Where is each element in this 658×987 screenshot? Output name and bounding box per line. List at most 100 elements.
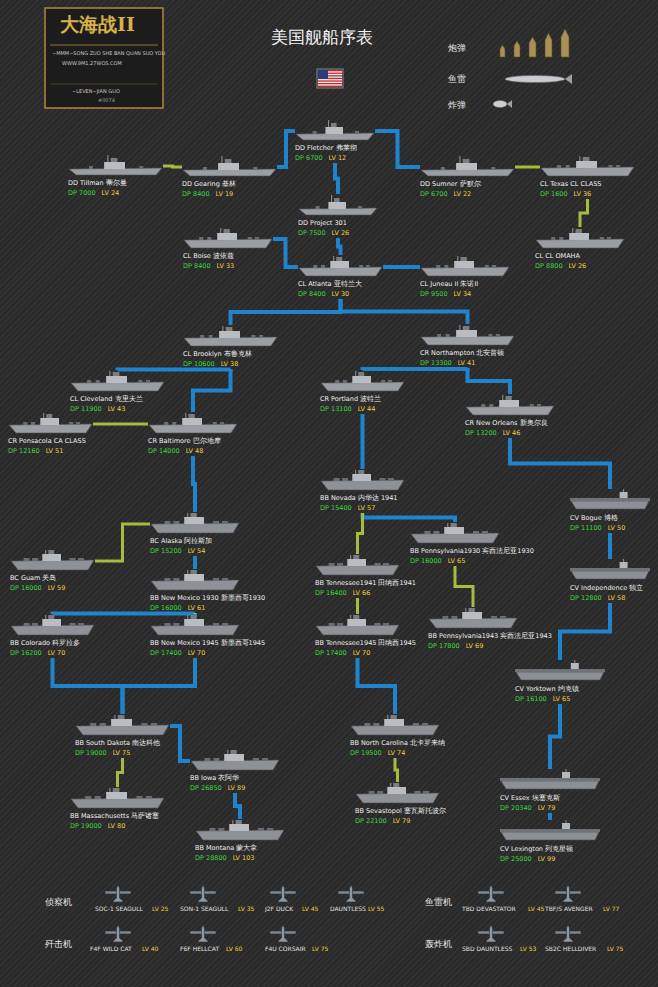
ship-turret	[313, 131, 317, 134]
displacement-value: DP 14000	[148, 446, 180, 456]
ship-turret	[172, 422, 176, 425]
ship-funnel	[189, 414, 195, 418]
ship-stats: DP 13200LV 46	[465, 428, 555, 438]
ship-name: BC Guam 关岛	[10, 573, 95, 583]
ship-silhouette	[11, 615, 94, 635]
ship-node: DD Gearing 基林DP 8400LV 19	[182, 155, 277, 199]
ship-turret	[137, 796, 143, 799]
ship-stats: DP 15200LV 54	[150, 546, 240, 556]
ship-stats: DP 19000LV 75	[75, 748, 170, 758]
ship-image	[190, 749, 280, 773]
ship-mast	[390, 783, 391, 787]
displacement-value: DP 11100	[570, 523, 602, 533]
ship-hull	[151, 580, 239, 590]
ship-mast	[221, 156, 222, 163]
ship-mast	[109, 371, 110, 376]
displacement-value: DP 9500	[420, 289, 448, 299]
ship-turret	[142, 723, 148, 726]
ship-turret	[151, 723, 157, 726]
ship-mast	[355, 371, 356, 376]
flag-stripe	[318, 80, 342, 81]
ship-turret	[369, 791, 375, 794]
ship-name: BB Pennsylvania1930 宾西法尼亚1930	[410, 546, 500, 556]
ship-mast	[350, 555, 351, 559]
level-value: LV 44	[358, 404, 376, 414]
ship-silhouette	[500, 769, 600, 789]
displacement-value: DP 8400	[183, 261, 211, 271]
ship-name: BB Massachusetts 马萨诸塞	[70, 811, 165, 821]
ship-silhouette	[500, 820, 600, 840]
ship-turret	[334, 478, 340, 481]
ship-hull	[151, 625, 239, 635]
ship-node: BB Massachusetts 马萨诸塞DP 19000LV 80	[70, 787, 165, 831]
level-value: LV 99	[538, 854, 556, 864]
ship-turret	[253, 758, 259, 761]
ship-turret	[248, 237, 252, 240]
ship-turret	[24, 623, 30, 626]
ship-image	[183, 227, 273, 251]
ship-mast	[114, 715, 115, 719]
ship-name: BB North Carolina 北卡罗来纳	[350, 738, 440, 748]
ship-turret	[89, 166, 93, 169]
ship-hull	[316, 625, 399, 635]
displacement-value: DP 6700	[295, 153, 323, 163]
ship-superstructure	[499, 400, 519, 407]
ship-funnel	[506, 396, 512, 400]
ship-node: BC Alaska 阿拉斯加DP 15200LV 54	[150, 512, 240, 556]
ship-funnel	[353, 615, 359, 619]
ship-turret	[337, 623, 343, 626]
ship-stats: DP 10600LV 38	[183, 359, 278, 369]
ship-node: DD Project 301DP 7500LV 26	[298, 194, 378, 238]
ship-turret	[100, 723, 106, 726]
level-value: LV 69	[466, 641, 484, 651]
ship-hull	[571, 501, 649, 509]
flight-deck	[570, 498, 650, 501]
ship-funnel	[391, 715, 397, 719]
ship-turret	[70, 558, 76, 561]
ship-silhouette	[149, 413, 237, 433]
ship-superstructure	[229, 824, 249, 831]
ship-turret	[164, 578, 170, 581]
ship-name: BB Pennsylvania1943 宾西法尼亚1943	[428, 631, 518, 641]
ship-name: BB South Dakota 南达科他	[75, 738, 170, 748]
level-value: LV 70	[188, 648, 206, 658]
level-value: LV 103	[233, 853, 255, 863]
displacement-value: DP 17400	[315, 648, 347, 658]
ship-hull	[151, 523, 239, 533]
ship-superstructure	[42, 554, 61, 561]
ship-funnel	[353, 555, 359, 559]
ship-funnel	[358, 470, 364, 474]
ship-turret	[209, 335, 213, 338]
ship-turret	[222, 578, 228, 581]
ship-hull	[299, 208, 377, 215]
ship-node: CL Atlanta 亚特兰大DP 8400LV 30	[298, 255, 383, 299]
ship-node: BB North Carolina 北卡罗来纳DP 19500LV 74	[350, 714, 440, 758]
plane-label: TBD DEVASTATOR	[462, 905, 516, 912]
ship-turret	[607, 237, 611, 240]
ship-hull	[196, 830, 284, 840]
plane-label: LV 45	[528, 905, 544, 912]
tech-tree-line	[363, 368, 468, 370]
ship-image	[465, 394, 555, 418]
ship-superstructure	[106, 792, 127, 799]
ship-silhouette	[11, 550, 94, 570]
ship-hull	[9, 424, 92, 433]
tech-tree-line	[560, 603, 610, 660]
ship-funnel	[331, 123, 337, 127]
ship-turret	[441, 167, 445, 170]
ship-turret	[485, 265, 489, 268]
ship-mast	[465, 608, 466, 612]
ship-funnel	[46, 414, 52, 418]
ship-superstructure	[111, 719, 132, 726]
ship-superstructure	[576, 161, 597, 168]
plane-label: J2F DUCK	[265, 905, 293, 912]
level-value: LV 54	[188, 546, 206, 556]
ship-turret	[78, 623, 84, 626]
ship-hull	[71, 382, 164, 391]
ship-hull	[191, 760, 279, 770]
ship-turret	[203, 167, 207, 170]
ship-turret	[366, 265, 370, 268]
displacement-value: DP 16400	[315, 588, 347, 598]
ship-superstructure	[384, 719, 404, 726]
ship-funnel	[118, 715, 125, 719]
